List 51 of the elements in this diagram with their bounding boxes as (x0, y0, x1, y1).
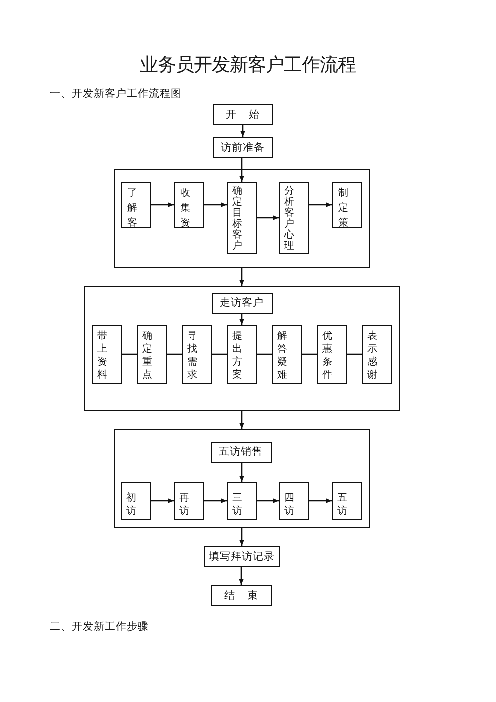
arrow (240, 314, 244, 325)
group-frame (84, 286, 400, 411)
arrow (204, 498, 227, 504)
arrow (240, 411, 244, 429)
process-box: 访前准备 (213, 137, 273, 158)
process-box: 确定目标客户 (226, 182, 257, 254)
process-box: 优惠条件 (316, 324, 347, 384)
connector-line (347, 354, 362, 356)
arrow (240, 268, 244, 286)
connector-line (122, 354, 137, 356)
process-box: 寻找需求 (182, 324, 212, 384)
arrow (151, 498, 174, 504)
terminal-box: 结 束 (211, 585, 272, 606)
arrow (257, 498, 279, 504)
process-box: 收集资 (174, 182, 204, 228)
process-box: 填写拜访记录 (204, 546, 280, 567)
process-box: 四访 (278, 482, 309, 520)
process-box: 确定重点 (136, 324, 167, 384)
terminal-box: 开 始 (213, 104, 273, 125)
connector-line (167, 354, 182, 356)
process-box: 五访 (332, 482, 362, 520)
process-box: 再访 (174, 482, 204, 520)
arrow (240, 528, 244, 546)
arrow (257, 216, 279, 220)
section-heading: 二、开发新工作步骤 (50, 622, 149, 635)
process-box: 制定策 (332, 182, 362, 228)
process-box: 了解客 (120, 182, 151, 228)
section-heading: 一、开发新客户工作流程图 (50, 89, 182, 102)
process-box: 三访 (226, 482, 257, 520)
arrow (240, 125, 246, 137)
arrow (240, 463, 244, 482)
process-box: 五访销售 (210, 442, 272, 463)
group-frame (114, 429, 370, 528)
process-box: 表示感谢 (362, 324, 392, 384)
arrow (309, 202, 332, 208)
process-box: 提出方案 (226, 324, 257, 384)
process-box: 解答疑难 (272, 324, 302, 384)
process-box: 初访 (120, 482, 151, 520)
title: 业务员开发新客户工作流程 (140, 55, 356, 76)
group-frame (114, 169, 370, 268)
process-box: 带上资料 (92, 324, 122, 384)
process-box: 分析客户心理 (278, 182, 309, 254)
connector-line (302, 354, 317, 356)
arrow (239, 567, 244, 585)
arrow (151, 202, 174, 208)
connector-line (257, 354, 272, 356)
arrow (240, 158, 244, 182)
process-box: 走访客户 (212, 292, 273, 314)
arrow (309, 498, 332, 504)
arrow (204, 202, 227, 208)
connector-line (212, 354, 227, 356)
